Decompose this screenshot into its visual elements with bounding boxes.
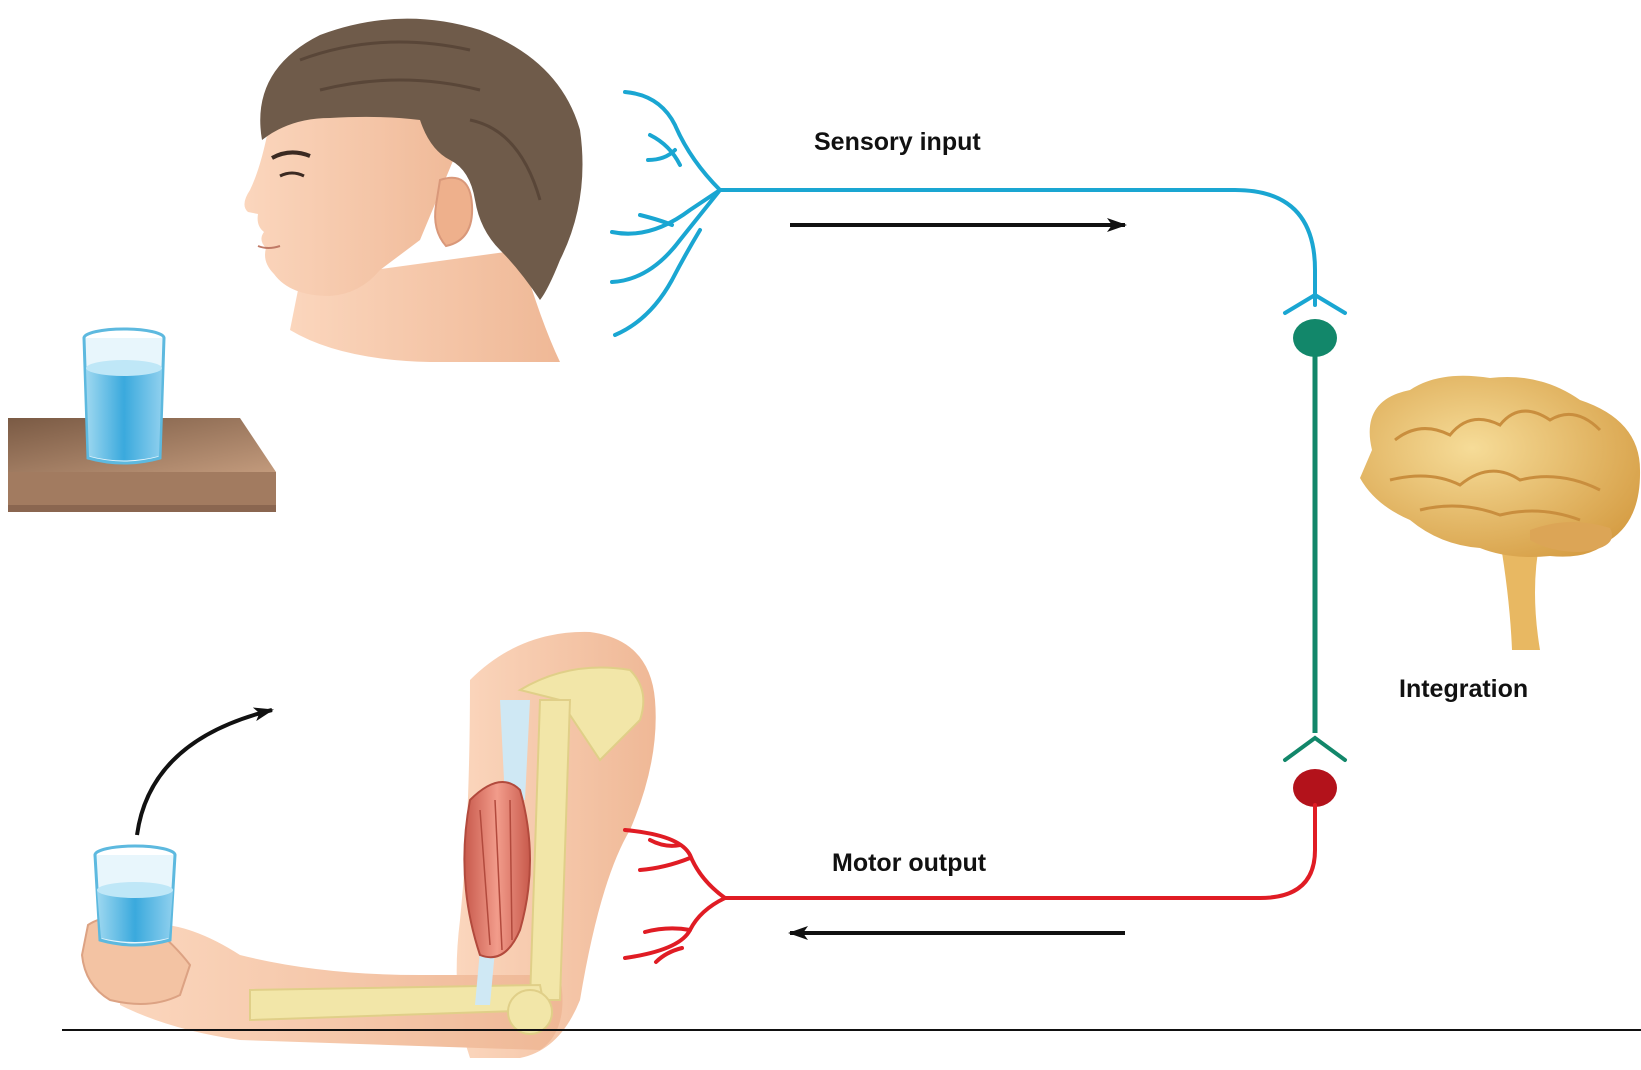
arm-icon [82,632,656,1058]
lift-direction-arrow [137,710,272,835]
human-head-icon [244,19,582,362]
integration-label: Integration [1399,675,1528,704]
brain-icon [1360,376,1640,650]
interneuron [1285,319,1345,760]
sensory-input-label: Sensory input [814,128,981,157]
held-water-glass-icon [95,846,175,945]
water-glass-icon [84,329,164,463]
motor-output-label: Motor output [832,849,986,878]
